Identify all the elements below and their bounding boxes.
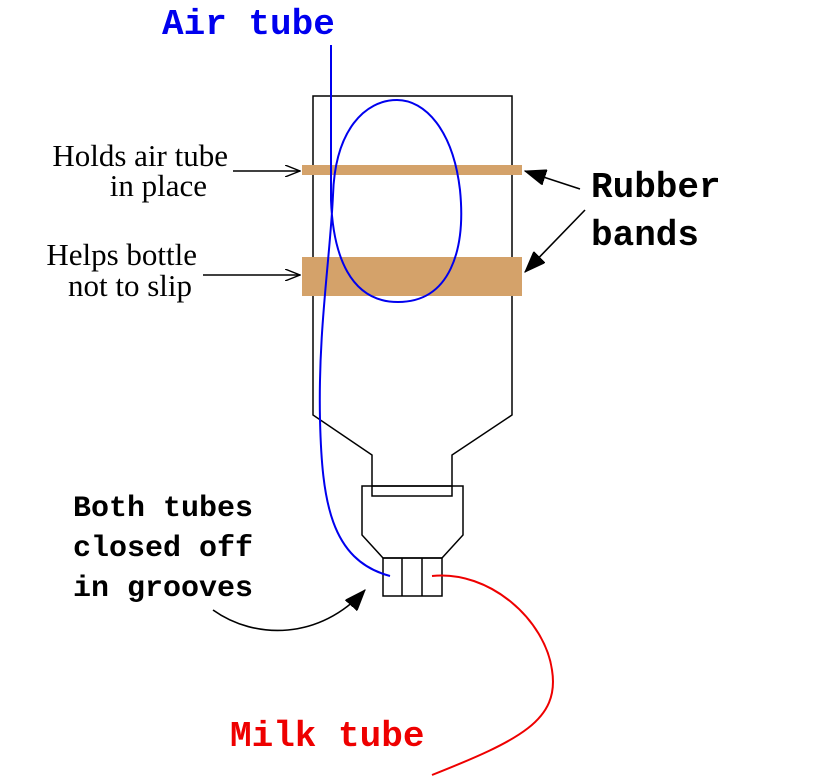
air-tube [318, 45, 463, 577]
rubber-band-bottom [302, 257, 522, 296]
bottle-nipple [361, 485, 464, 559]
grooves-label-line3: in grooves [73, 572, 253, 606]
milk-tube-label: Milk tube [230, 716, 424, 757]
helps-label-line2: not to slip [68, 268, 192, 303]
milk-tube [431, 574, 554, 776]
nipple-inner-line [371, 486, 453, 497]
holds-label-line1: Holds air tube [52, 138, 228, 173]
rubber-arrow-bottom [525, 209, 586, 272]
holds-label-line2: in place [110, 168, 207, 203]
rubber-band-top [302, 165, 522, 175]
rubber-bands-label-line2: bands [591, 215, 699, 256]
grooves-arrow [212, 590, 365, 632]
helps-label-line1: Helps bottle [46, 237, 197, 272]
nipple-tip [382, 557, 443, 597]
rubber-arrow-top [525, 171, 581, 190]
rubber-bands-label-line1: Rubber [591, 167, 721, 208]
grooves-label-line1: Both tubes [73, 492, 253, 526]
air-tube-label: Air tube [162, 4, 335, 45]
grooves-label-line2: closed off [73, 532, 253, 566]
